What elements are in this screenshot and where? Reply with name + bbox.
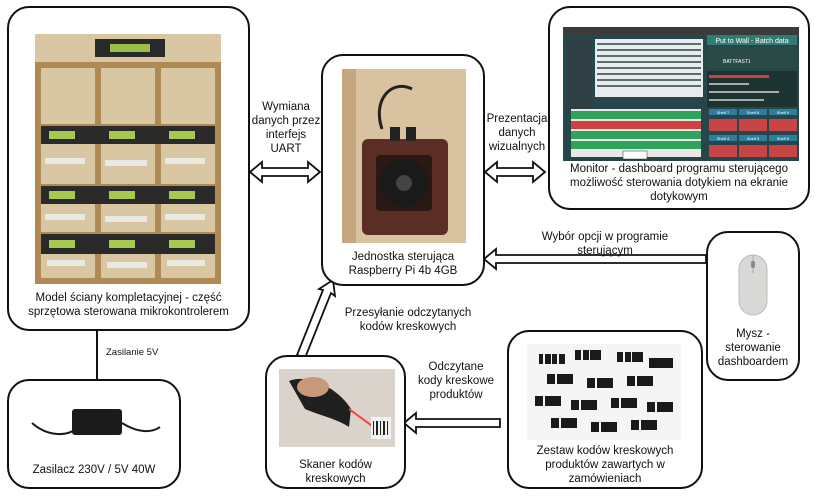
shelf-label: Shelf 7 bbox=[717, 110, 730, 115]
mouse-node: Mysz - sterowanie dashboardem bbox=[706, 231, 800, 381]
shelf-label: Shelf 5 bbox=[747, 136, 760, 141]
wall-model-node: Model ściany kompletacyjnej - część sprz… bbox=[7, 6, 250, 331]
scanner-to-raspberry-arrow bbox=[295, 278, 337, 360]
dashboard-screen: Put to Wall - Batch data BATTFAST1 Shelf… bbox=[563, 27, 799, 161]
monitor-caption: Monitor - dashboard programu sterującego… bbox=[570, 163, 788, 203]
barcodes-photo bbox=[527, 344, 681, 440]
presentation-label: Prezentacja danych wizualnych bbox=[486, 113, 548, 153]
shelf-label: Shelf 6 bbox=[777, 136, 790, 141]
scanner-photo bbox=[279, 369, 395, 447]
barcode-scanner-image bbox=[279, 369, 395, 447]
power-supply-caption: Zasilacz 230V / 5V 40W bbox=[32, 464, 156, 476]
scanner-node: Skaner kodów kreskowych bbox=[265, 355, 406, 489]
uart-exchange-label: Wymiana danych przez interfejs UART bbox=[251, 101, 321, 155]
dashboard-screenshot: Put to Wall - Batch data BATTFAST1 Shelf… bbox=[563, 27, 799, 161]
monitor-node: Put to Wall - Batch data BATTFAST1 Shelf… bbox=[548, 6, 810, 210]
power-brick-image bbox=[31, 409, 161, 435]
uart-double-arrow bbox=[248, 160, 322, 184]
mouse-image bbox=[738, 254, 768, 316]
raspberry-node: Jednostka sterująca Raspberry Pi 4b 4GB bbox=[321, 54, 485, 286]
shelf-label: Shelf 4 bbox=[717, 136, 730, 141]
raspberry-case-image bbox=[342, 69, 466, 243]
barcodes-to-scanner-arrow bbox=[402, 411, 501, 435]
barcode-set-caption: Zestaw kodów kreskowych produktów zawart… bbox=[536, 445, 674, 485]
option-selection-label: Wybór opcji w programie sterującym bbox=[541, 231, 669, 257]
shelf-label: Shelf 9 bbox=[777, 110, 790, 115]
read-codes-label: Odczytane kody kreskowe produktów bbox=[417, 361, 495, 401]
mouse-photo bbox=[727, 247, 779, 323]
scanner-caption: Skaner kodów kreskowych bbox=[299, 459, 372, 485]
dashboard-title: Put to Wall - Batch data bbox=[715, 38, 788, 45]
wall-model-caption: Model ściany kompletacyjnej - część sprz… bbox=[28, 292, 229, 318]
shelf-label: Shelf 8 bbox=[747, 110, 760, 115]
barcodes-image bbox=[527, 344, 681, 440]
presentation-double-arrow bbox=[483, 160, 547, 184]
wall-model-photo bbox=[35, 34, 221, 284]
power-supply-photo bbox=[28, 393, 162, 451]
barcode-set-node: Zestaw kodów kreskowych produktów zawart… bbox=[507, 330, 703, 489]
power-label: Zasilanie 5V bbox=[106, 347, 159, 358]
raspberry-caption: Jednostka sterująca Raspberry Pi 4b 4GB bbox=[348, 251, 458, 277]
mouse-caption: Mysz - sterowanie dashboardem bbox=[717, 328, 789, 368]
send-codes-label: Przesyłanie odczytanych kodów kreskowych bbox=[344, 307, 472, 333]
shelf-wall-image bbox=[35, 34, 221, 284]
raspberry-photo bbox=[342, 69, 466, 243]
power-supply-node: Zasilacz 230V / 5V 40W bbox=[7, 379, 181, 489]
batch-code: BATTFAST1 bbox=[723, 59, 751, 65]
